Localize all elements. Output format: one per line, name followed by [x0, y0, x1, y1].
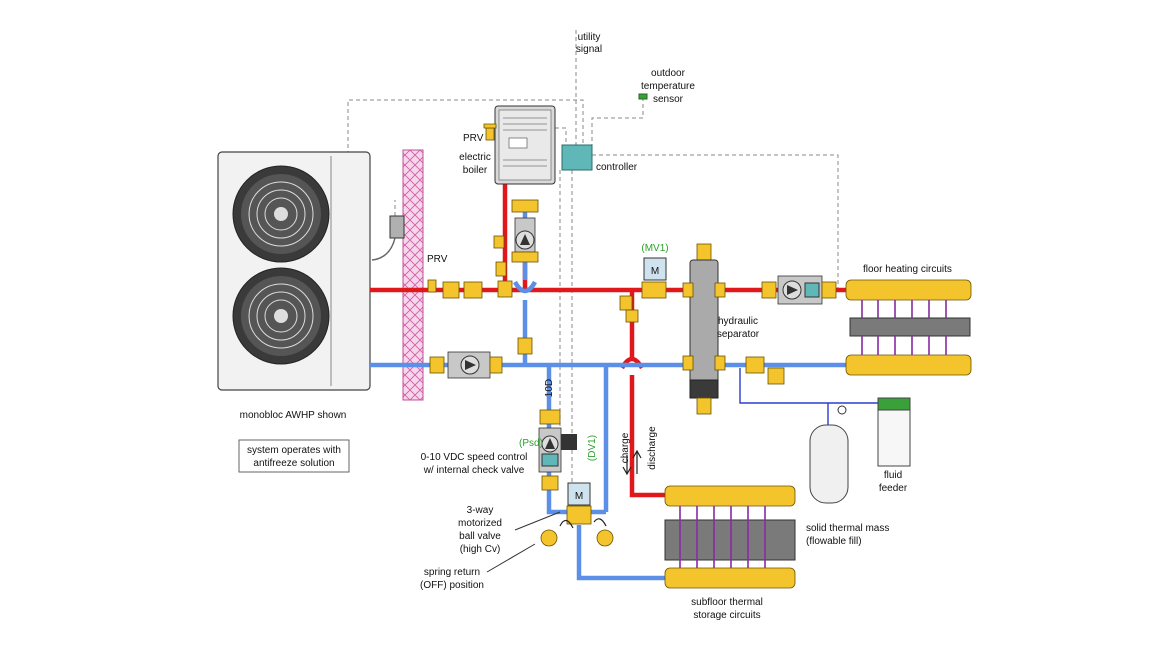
expansion-line — [739, 368, 880, 404]
floor-heating-manifold — [845, 279, 972, 376]
outdoor-sensor-icon — [638, 93, 648, 100]
prv-valve-icon — [427, 279, 483, 299]
svg-text:subfloor thermal: subfloor thermal — [691, 597, 763, 608]
hot-supply-piping — [370, 184, 850, 498]
svg-text:(MV1): (MV1) — [641, 243, 668, 254]
svg-text:(OFF) position: (OFF) position — [420, 580, 484, 591]
control-wiring — [347, 30, 839, 520]
svg-text:outdoor: outdoor — [651, 68, 686, 79]
psd-pump — [538, 409, 577, 491]
floor-heating-pump — [761, 275, 837, 305]
svg-text:system operates with: system operates with — [247, 445, 341, 456]
svg-text:w/ internal check valve: w/ internal check valve — [423, 465, 525, 476]
wall-insulation — [402, 149, 424, 401]
valve-icon — [495, 261, 533, 355]
charge-arrow-icon — [622, 466, 632, 476]
svg-text:charge: charge — [620, 432, 631, 463]
electric-boiler — [494, 105, 556, 185]
svg-text:(Psd): (Psd) — [519, 438, 543, 449]
svg-text:spring return: spring return — [424, 567, 480, 578]
fluid-feeder — [877, 397, 911, 467]
svg-text:temperature: temperature — [641, 81, 695, 92]
svg-text:utility: utility — [578, 32, 601, 43]
flow-arrow-icon — [593, 518, 607, 527]
svg-text:M: M — [575, 491, 583, 502]
hydraulic-separator — [682, 243, 726, 415]
leader-line — [514, 511, 561, 531]
svg-text:(DV1): (DV1) — [587, 435, 598, 461]
leader-line — [486, 543, 536, 573]
mv1-motorized-valve: M — [619, 257, 667, 323]
svg-text:signal: signal — [576, 44, 602, 55]
svg-text:PRV: PRV — [427, 254, 448, 265]
svg-text:motorized: motorized — [458, 518, 502, 529]
svg-text:separator: separator — [717, 329, 760, 340]
power-cable — [371, 237, 396, 261]
svg-text:controller: controller — [596, 162, 638, 173]
svg-text:solid thermal mass: solid thermal mass — [806, 523, 889, 534]
svg-text:discharge: discharge — [647, 426, 658, 470]
svg-text:M: M — [651, 266, 659, 277]
svg-text:feeder: feeder — [879, 483, 908, 494]
monobloc-awhp — [217, 151, 371, 391]
svg-text:boiler: boiler — [463, 165, 488, 176]
controller-box — [561, 144, 593, 171]
discharge-arrow-icon — [632, 449, 642, 459]
fan-icon — [232, 267, 330, 365]
svg-text:antifreeze solution: antifreeze solution — [253, 458, 334, 469]
svg-text:hydraulic: hydraulic — [718, 316, 758, 327]
svg-text:ball valve: ball valve — [459, 531, 501, 542]
awhp-pump-return — [429, 351, 503, 379]
svg-text:electric: electric — [459, 152, 491, 163]
svg-text:storage circuits: storage circuits — [693, 610, 760, 621]
svg-text:(flowable fill): (flowable fill) — [806, 536, 862, 547]
valve-icon — [540, 529, 614, 547]
dv1-three-way-valve: M — [566, 482, 592, 525]
svg-text:fluid: fluid — [884, 470, 902, 481]
expansion-tank — [809, 405, 849, 504]
svg-text:(high Cv): (high Cv) — [460, 544, 501, 555]
fan-icon — [232, 165, 330, 263]
prv-valve-icon — [483, 123, 497, 141]
antifreeze-note-box — [238, 439, 350, 473]
subfloor-storage-manifold — [664, 485, 796, 589]
boiler-pump — [493, 199, 539, 263]
svg-text:10D: 10D — [544, 379, 555, 397]
svg-text:3-way: 3-way — [467, 505, 494, 516]
svg-text:0-10 VDC speed control: 0-10 VDC speed control — [421, 452, 528, 463]
svg-text:floor heating circuits: floor heating circuits — [863, 264, 952, 275]
svg-text:PRV: PRV — [463, 133, 484, 144]
valve-icon — [745, 356, 785, 385]
diagram-labels: utility signal outdoor temperature senso… — [240, 32, 952, 621]
svg-text:sensor: sensor — [653, 94, 684, 105]
svg-text:monobloc AWHP shown: monobloc AWHP shown — [240, 410, 347, 421]
disconnect-switch — [389, 215, 405, 239]
flow-arrow-icon — [559, 519, 574, 529]
